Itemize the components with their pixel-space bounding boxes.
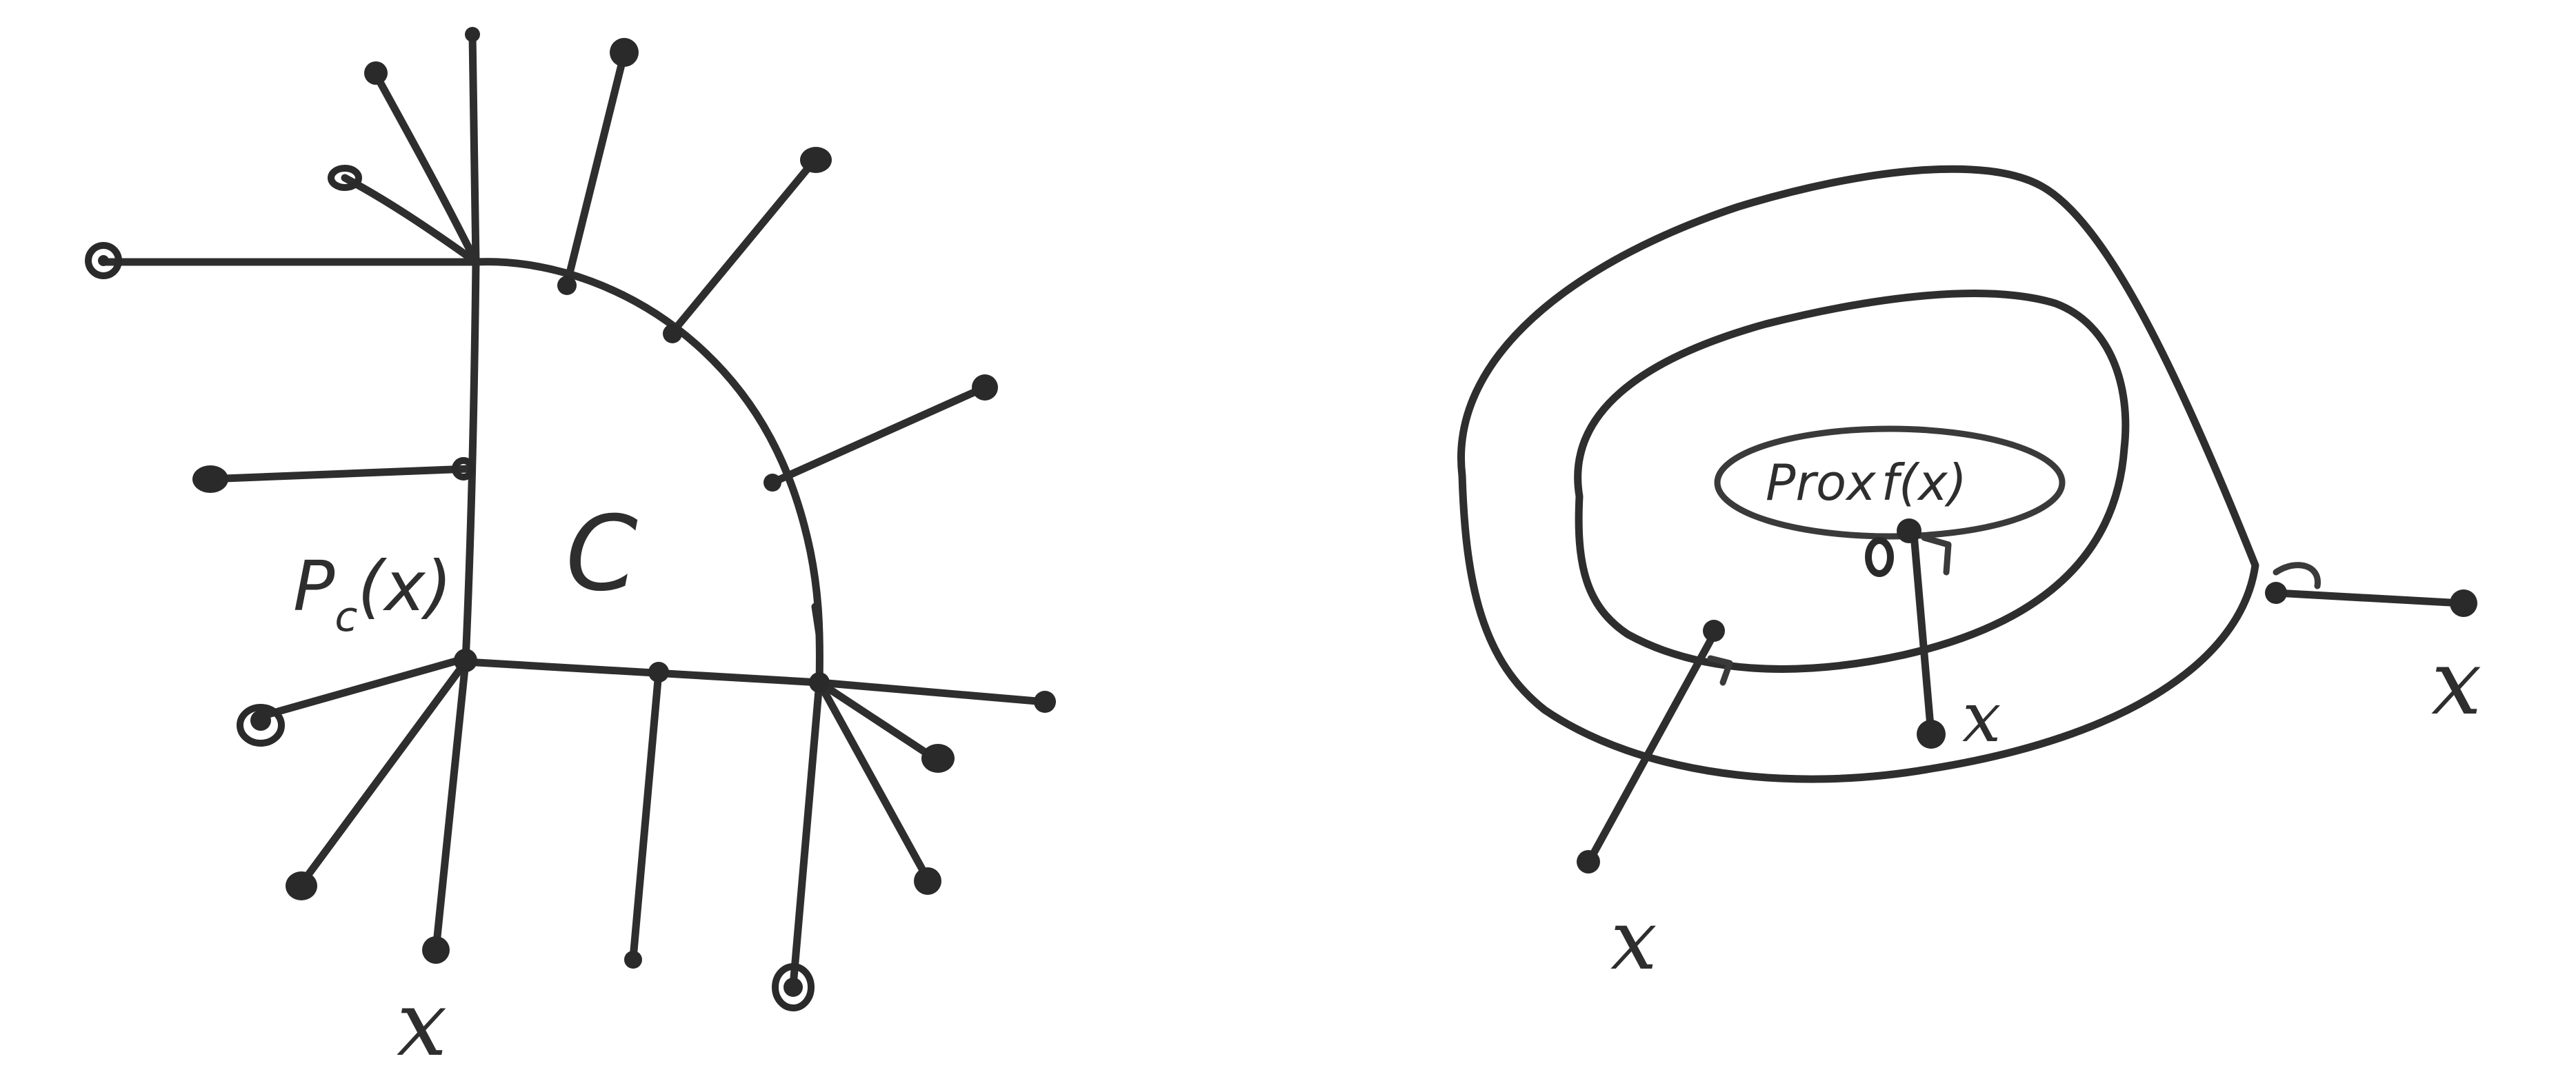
ray-inner-center [1910, 530, 1935, 738]
projection-subscript: c [335, 593, 357, 641]
prox-point-outer [2265, 582, 2287, 604]
ray-down-x [432, 658, 470, 954]
label-x-outer: x [2431, 630, 2482, 735]
point-lower-left [1577, 850, 1600, 873]
point-center-x [1917, 720, 1946, 749]
proj-dot-bottom-right [809, 672, 830, 693]
outside-points [85, 27, 1056, 1011]
pt-up-left-2 [328, 165, 362, 191]
pt-right-1 [972, 374, 998, 401]
pt-left-horizontal-core [98, 255, 109, 266]
pt-top-1 [610, 38, 639, 67]
boundary-tick [811, 603, 823, 638]
ray-top-2 [668, 154, 820, 336]
ray-top-1 [563, 50, 628, 288]
convex-set-bottom-edge [461, 658, 823, 687]
pt-lower-left [286, 871, 317, 900]
label-x-center: x [1962, 677, 2001, 758]
pt-right-down-1 [921, 744, 955, 773]
projection-label: Pc(x) [293, 546, 452, 641]
ray-right-1 [768, 383, 989, 487]
prox-point-center-open [1865, 537, 1894, 577]
ray-down-right [789, 678, 823, 990]
point-label-x: x [397, 971, 447, 1076]
proj-dot-left [452, 457, 475, 481]
pt-down-x [422, 936, 450, 964]
proj-dot-corner [454, 649, 477, 672]
pt-down-mid [624, 951, 642, 969]
outer-level-set [1457, 165, 2259, 783]
ray-right-down-1 [815, 678, 939, 762]
convex-set-left-edge [461, 258, 480, 666]
pt-left-horizontal [85, 242, 122, 279]
projection-symbol: P [293, 546, 335, 627]
proj-dot-right [763, 474, 781, 492]
right-angle-lower [1707, 655, 1733, 686]
proj-dot-bottom [648, 662, 669, 683]
ray-right-horizontal [815, 678, 1049, 706]
pt-left-lower [237, 704, 285, 747]
pt-down-right [772, 963, 815, 1011]
convex-set-curved-boundary [472, 258, 823, 687]
ray-up-left-1 [372, 70, 480, 266]
right-angle-center [1921, 534, 1952, 576]
ray-lower-left [296, 658, 470, 890]
ray-down-mid [629, 668, 663, 962]
projection-rays [99, 30, 1049, 990]
projection-points [452, 276, 830, 693]
ray-up-vertical [468, 30, 480, 266]
pt-up-vertical [465, 27, 480, 42]
ray-left-mid [203, 465, 473, 483]
proj-dot-top-2 [663, 324, 682, 343]
pt-left-mid [192, 465, 228, 493]
set-label: C [566, 494, 638, 614]
ray-lower-left-prox [1586, 630, 1718, 865]
ray-outer-right [2272, 589, 2466, 607]
pt-down-right-core [783, 978, 803, 997]
inner-level-set [1574, 290, 2130, 673]
label-x-lower: x [1610, 893, 1657, 989]
projection-diagram: C Pc(x) x [85, 27, 1056, 1076]
prox-level-set [1714, 425, 2066, 540]
prox-point-center [1897, 518, 1921, 543]
prox-point-inner [1703, 620, 1725, 642]
pt-left-lower-core [250, 710, 271, 731]
pt-up-left-1 [364, 61, 388, 85]
pt-right-horizontal [1034, 691, 1056, 713]
projection-argument: (x) [357, 546, 452, 627]
prox-argument: f(x) [1881, 454, 1967, 512]
proj-dot-top-1 [557, 276, 577, 295]
right-angle-outer [2273, 562, 2321, 589]
pt-right-down-2 [914, 867, 941, 895]
pt-top-2 [800, 147, 832, 173]
ray-left-lower [254, 654, 470, 721]
point-outer-right [2450, 589, 2477, 617]
prox-operator: Prox [1766, 454, 1877, 512]
ray-right-down-2 [815, 678, 932, 883]
ray-up-left-2 [341, 174, 480, 266]
